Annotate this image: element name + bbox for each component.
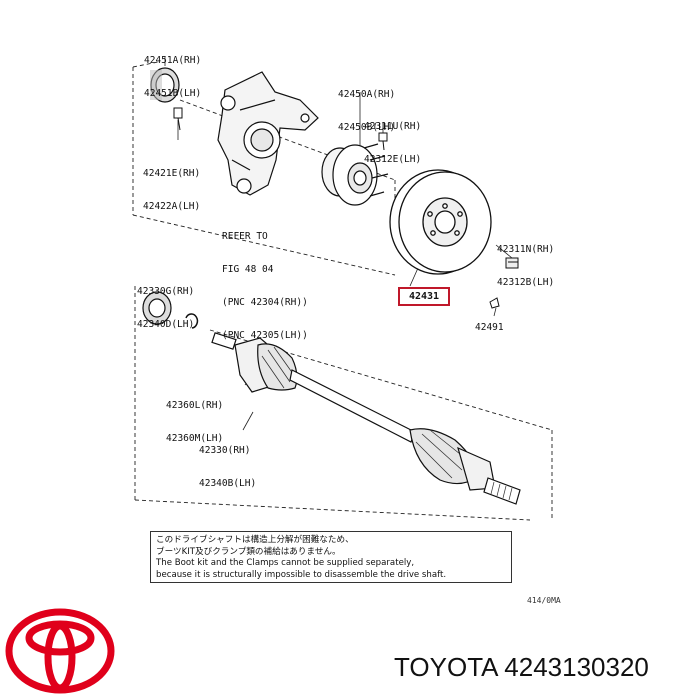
label-line: (PNC 42305(LH)): [222, 330, 308, 341]
label-line: 42330G(RH): [137, 286, 195, 297]
label-42360: 42360L(RH) 42360M(LH): [166, 378, 223, 455]
label-42311n: 42311N(RH) 42312B(LH): [497, 222, 554, 299]
label-line: 42311N(RH): [497, 244, 555, 255]
label-line: 42421E(RH): [143, 168, 201, 179]
label-line: 42311U(RH): [364, 121, 422, 132]
label-line: 42450B(LH): [338, 122, 396, 133]
label-42330g: 42330G(RH) 42340D(LH): [137, 264, 194, 341]
screw-part: [489, 297, 500, 309]
label-line: FIG 48 04: [222, 264, 274, 275]
label-42421: 42421E(RH) 42422A(LH): [143, 146, 200, 223]
label-refer: REFER TO FIG 48 04 (PNC 42304(RH)) (PNC …: [222, 209, 308, 352]
hub-part: [321, 143, 389, 206]
note-line-en-2: because it is structurally impossible to…: [156, 569, 447, 580]
brake-disc-part: [389, 169, 492, 275]
bolt-part: [173, 107, 183, 131]
figure-code: 414/0MA: [527, 596, 561, 605]
nut-part: [505, 257, 519, 269]
label-42450: 42450A(RH) 42450B(LH): [338, 67, 395, 144]
label-line: 42451B(LH): [144, 88, 202, 99]
note-box: このドライブシャフトは構造上分解が困難なため、 ブーツKIT及びクランプ類の補給…: [150, 531, 512, 583]
note-line-jp-2: ブーツKIT及びクランプ類の補給はありません。: [156, 546, 341, 557]
label-line: 42451A(RH): [144, 55, 202, 66]
label-42311u: 42311U(RH) 42312E(LH): [364, 99, 421, 176]
snap-ring-part: [185, 313, 199, 329]
label-line: 42422A(LH): [143, 201, 201, 212]
note-line-en-1: The Boot kit and the Clamps cannot be su…: [156, 558, 415, 568]
label-line: 42340B(LH): [199, 478, 257, 489]
highlighted-part-number: 42431: [408, 291, 440, 302]
label-42491: 42491: [475, 322, 504, 333]
label-line: 42360L(RH): [166, 400, 224, 411]
brand-part-number: TOYOTA 4243130320: [394, 652, 649, 682]
label-line: 42450A(RH): [338, 89, 396, 100]
inner-bearing-part: [142, 291, 172, 325]
label-line: 42330(RH): [199, 445, 251, 456]
highlighted-part-callout: 42431: [398, 287, 450, 306]
label-line: 42312E(LH): [364, 154, 422, 165]
drive-shaft-part: [211, 332, 521, 505]
toyota-logo-icon: [5, 608, 115, 694]
label-line: (PNC 42304(RH)): [222, 297, 308, 308]
hub-bolt-part: [378, 132, 388, 151]
label-42451: 42451A(RH) 42451B(LH): [144, 33, 201, 110]
leader-lines: [159, 56, 513, 431]
note-line-jp-1: このドライブシャフトは構造上分解が困難なため、: [156, 535, 354, 545]
label-42330: 42330(RH) 42340B(LH): [199, 423, 256, 500]
label-line: REFER TO: [222, 231, 268, 242]
label-line: 42340D(LH): [137, 319, 195, 330]
bearing-part: [150, 67, 180, 103]
knuckle-part: [217, 71, 319, 196]
label-line: 42312B(LH): [497, 277, 555, 288]
label-line: 42360M(LH): [166, 433, 224, 444]
